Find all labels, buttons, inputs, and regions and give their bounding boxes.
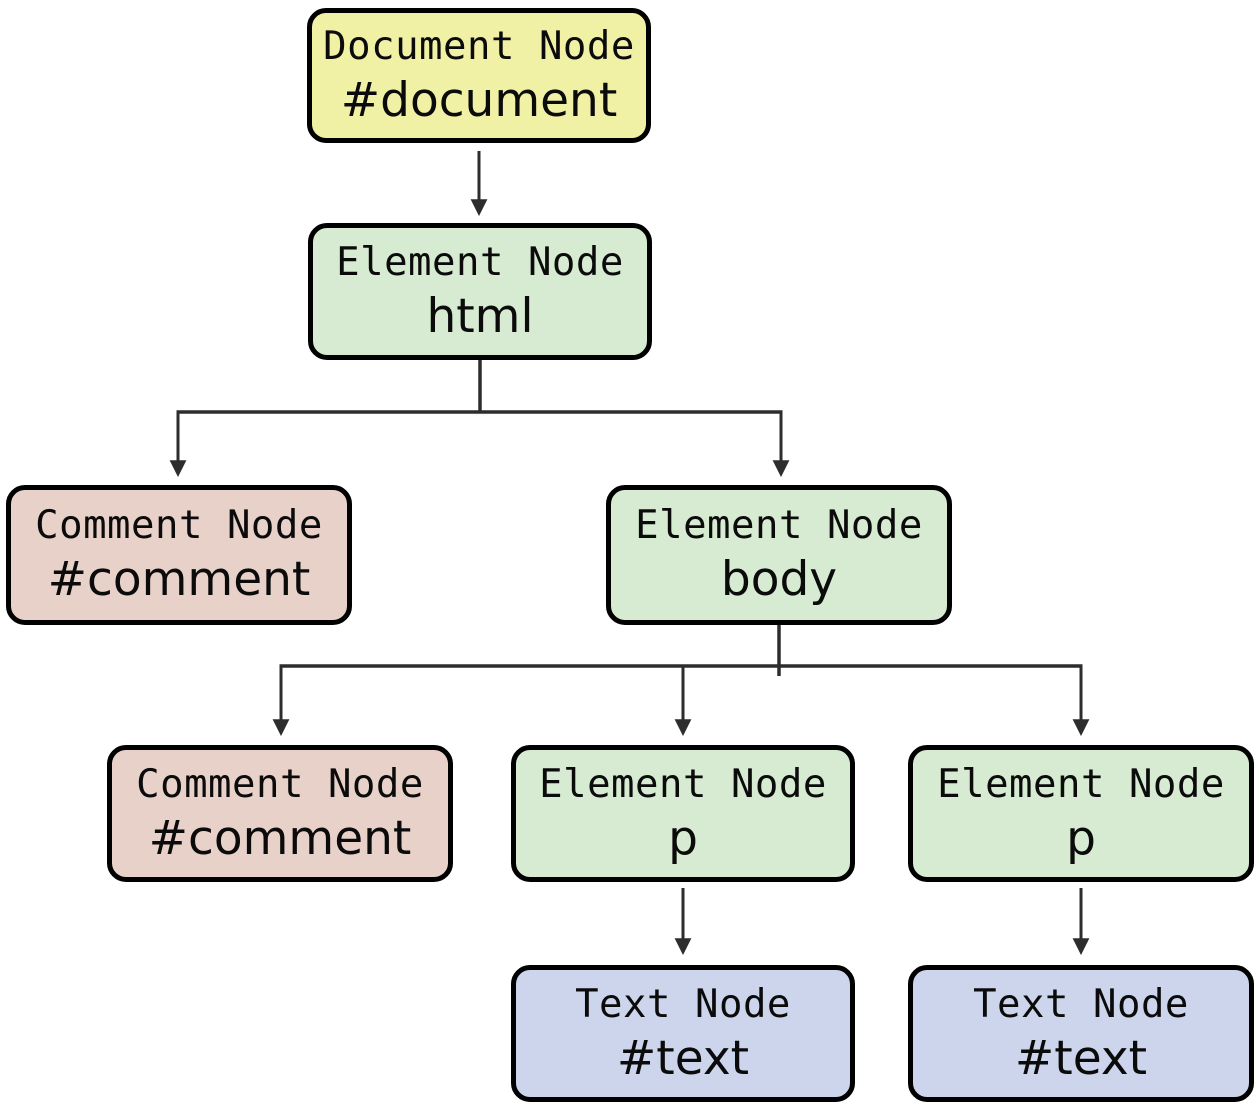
node-text-2: Text Node #text <box>908 965 1254 1102</box>
node-type-label: Comment Node <box>136 761 424 807</box>
node-value-label: #text <box>1014 1030 1148 1086</box>
node-value-label: #comment <box>47 552 311 607</box>
node-p-1: Element Node p <box>511 745 855 882</box>
node-comment-2: Comment Node #comment <box>107 745 453 882</box>
node-type-label: Document Node <box>323 23 635 69</box>
node-html: Element Node html <box>308 223 652 360</box>
node-body: Element Node body <box>606 485 952 625</box>
node-type-label: Element Node <box>336 239 624 285</box>
node-value-label: #document <box>340 72 618 128</box>
node-value-label: p <box>668 810 698 866</box>
node-text-1: Text Node #text <box>511 965 855 1102</box>
node-value-label: #text <box>616 1030 750 1086</box>
node-type-label: Text Node <box>575 981 791 1027</box>
node-type-label: Comment Node <box>35 503 323 548</box>
node-type-label: Element Node <box>635 503 923 548</box>
node-comment-1: Comment Node #comment <box>6 485 352 625</box>
node-type-label: Element Node <box>539 761 827 807</box>
node-value-label: #comment <box>148 810 412 866</box>
node-value-label: p <box>1066 810 1096 866</box>
node-value-label: html <box>426 288 534 344</box>
node-p-2: Element Node p <box>908 745 1254 882</box>
node-type-label: Text Node <box>973 981 1189 1027</box>
node-value-label: body <box>720 552 838 607</box>
node-document: Document Node #document <box>307 8 651 143</box>
node-type-label: Element Node <box>937 761 1225 807</box>
